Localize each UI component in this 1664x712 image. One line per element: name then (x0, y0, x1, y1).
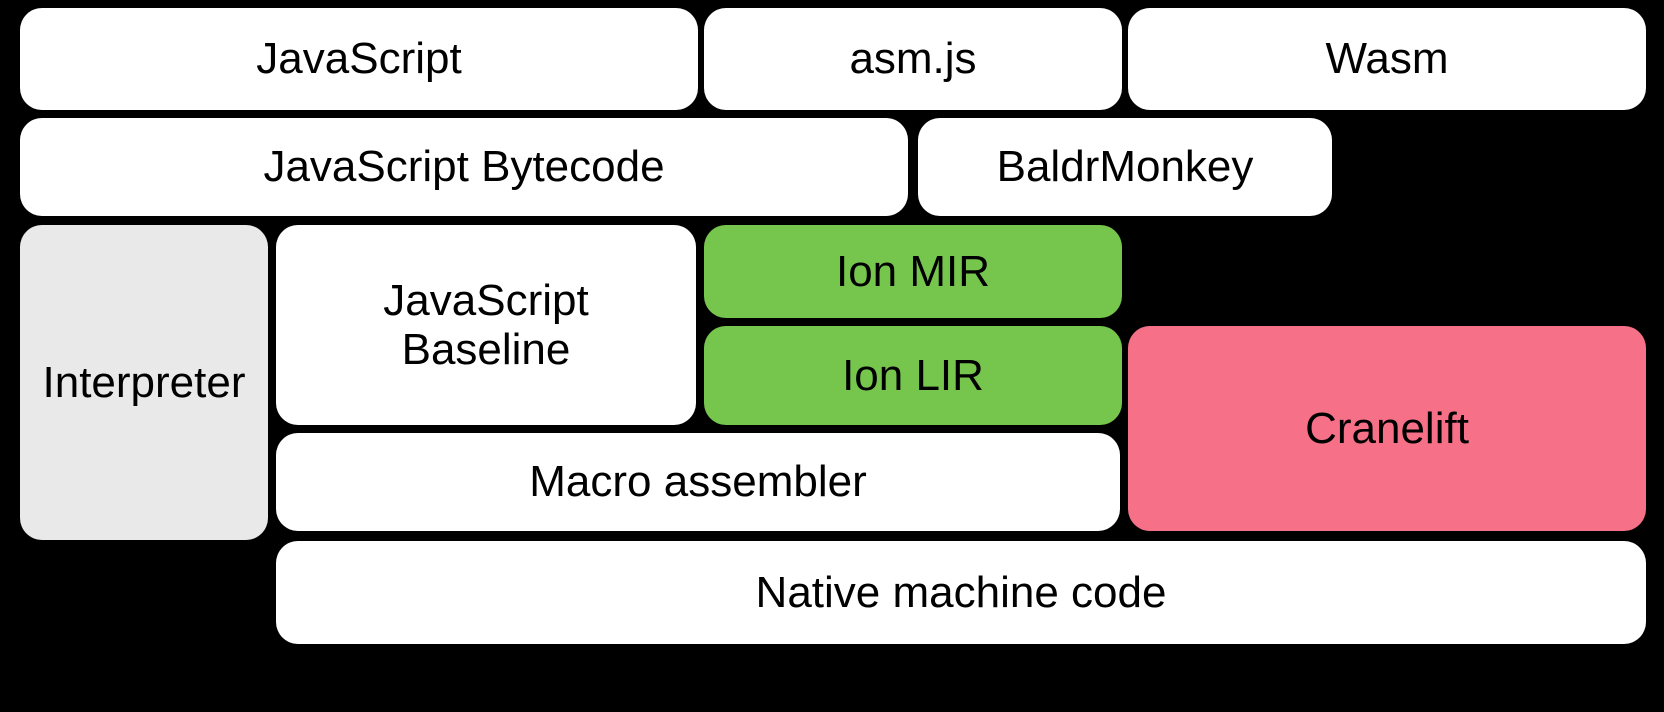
node-label-native-machine-code: Native machine code (755, 567, 1167, 617)
node-baldrmonkey: BaldrMonkey (918, 118, 1332, 216)
node-label-javascript: JavaScript (256, 34, 462, 84)
node-label-baldrmonkey: BaldrMonkey (996, 142, 1254, 192)
node-js-bytecode: JavaScript Bytecode (20, 118, 908, 216)
node-javascript: JavaScript (20, 8, 698, 110)
node-wasm: Wasm (1128, 8, 1646, 110)
node-cranelift: Cranelift (1128, 326, 1646, 531)
node-ion-lir: Ion LIR (704, 326, 1122, 425)
node-label-interpreter: Interpreter (42, 357, 246, 407)
node-asmjs: asm.js (704, 8, 1122, 110)
node-macro-assembler: Macro assembler (276, 433, 1120, 531)
node-native-machine-code: Native machine code (276, 541, 1646, 644)
node-label-ion-mir: Ion MIR (835, 246, 991, 296)
node-ion-mir: Ion MIR (704, 225, 1122, 318)
node-label-asmjs: asm.js (849, 34, 977, 84)
node-label-macro-assembler: Macro assembler (529, 457, 867, 507)
node-label-js-baseline: JavaScript Baseline (383, 275, 589, 374)
node-interpreter: Interpreter (20, 225, 268, 540)
node-label-ion-lir: Ion LIR (842, 350, 984, 400)
node-js-baseline: JavaScript Baseline (276, 225, 696, 425)
node-label-js-bytecode: JavaScript Bytecode (263, 142, 665, 192)
node-label-cranelift: Cranelift (1305, 403, 1469, 453)
node-label-wasm: Wasm (1325, 34, 1449, 84)
